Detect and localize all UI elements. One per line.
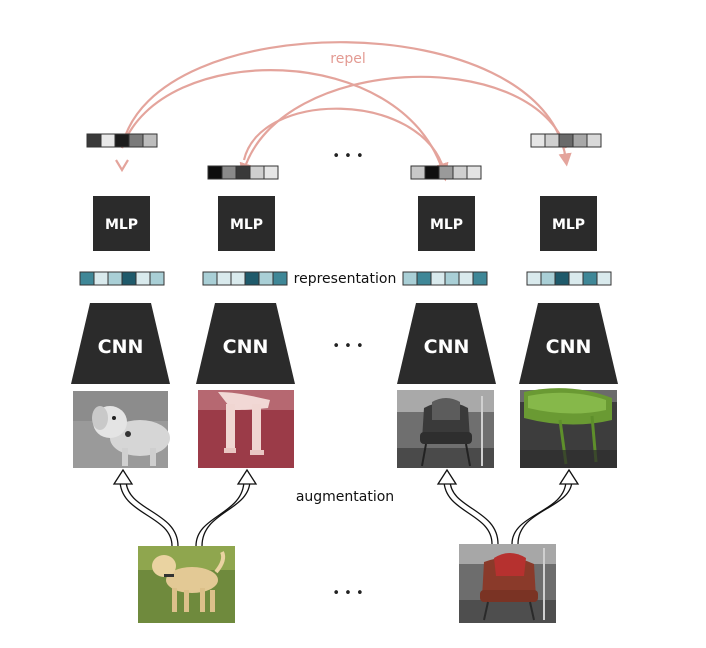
mlp-block-1: MLP — [93, 196, 150, 251]
mlp-block-4: MLP — [540, 196, 597, 251]
cnn-label-2: CNN — [223, 336, 269, 358]
mlp-block-2: MLP — [218, 196, 275, 251]
source-image-chair — [459, 544, 556, 623]
cnn-block-1: CNN — [71, 303, 170, 384]
projection-vector-3 — [410, 165, 482, 180]
augmentation-label: augmentation — [296, 489, 394, 505]
ellipsis-bottom: • • • — [332, 586, 363, 601]
projection-vector-4 — [530, 133, 602, 148]
augmentation-arrows-chair — [436, 468, 580, 545]
ellipsis-middle: • • • — [332, 339, 363, 354]
repel-arrowhead-col1 — [115, 159, 129, 173]
representation-vector-3 — [402, 271, 488, 286]
projection-vector-1 — [86, 133, 158, 148]
repel-label: repel — [330, 51, 365, 67]
representation-label: representation — [294, 271, 397, 287]
augmented-image-dog-red — [198, 390, 294, 468]
ellipsis-top: • • • — [332, 149, 363, 164]
cnn-label-4: CNN — [546, 336, 592, 358]
augmented-image-chair-green — [520, 388, 617, 468]
repel-arc-outer — [120, 41, 572, 167]
cnn-label-1: CNN — [98, 336, 144, 358]
augmented-image-dog-gray — [73, 391, 170, 468]
mlp-label-3: MLP — [430, 217, 463, 233]
mlp-label-2: MLP — [230, 217, 263, 233]
representation-vector-2 — [202, 271, 288, 286]
augmentation-arrows-dog — [112, 468, 258, 547]
mlp-label-1: MLP — [105, 217, 138, 233]
representation-vector-1 — [79, 271, 165, 286]
cnn-block-3: CNN — [397, 303, 496, 384]
representation-vector-4 — [526, 271, 612, 286]
repel-arc-col1-col3 — [120, 69, 449, 182]
source-image-dog — [138, 546, 235, 623]
repel-arc-col4-col2 — [239, 75, 568, 177]
augmented-image-chair-gray — [397, 390, 494, 468]
cnn-label-3: CNN — [424, 336, 470, 358]
cnn-block-2: CNN — [196, 303, 295, 384]
projection-vector-2 — [207, 165, 279, 180]
mlp-block-3: MLP — [418, 196, 475, 251]
mlp-label-4: MLP — [552, 217, 585, 233]
cnn-block-4: CNN — [519, 303, 618, 384]
repel-arrows — [115, 41, 572, 182]
repel-arc-col2-col3 — [242, 107, 449, 177]
